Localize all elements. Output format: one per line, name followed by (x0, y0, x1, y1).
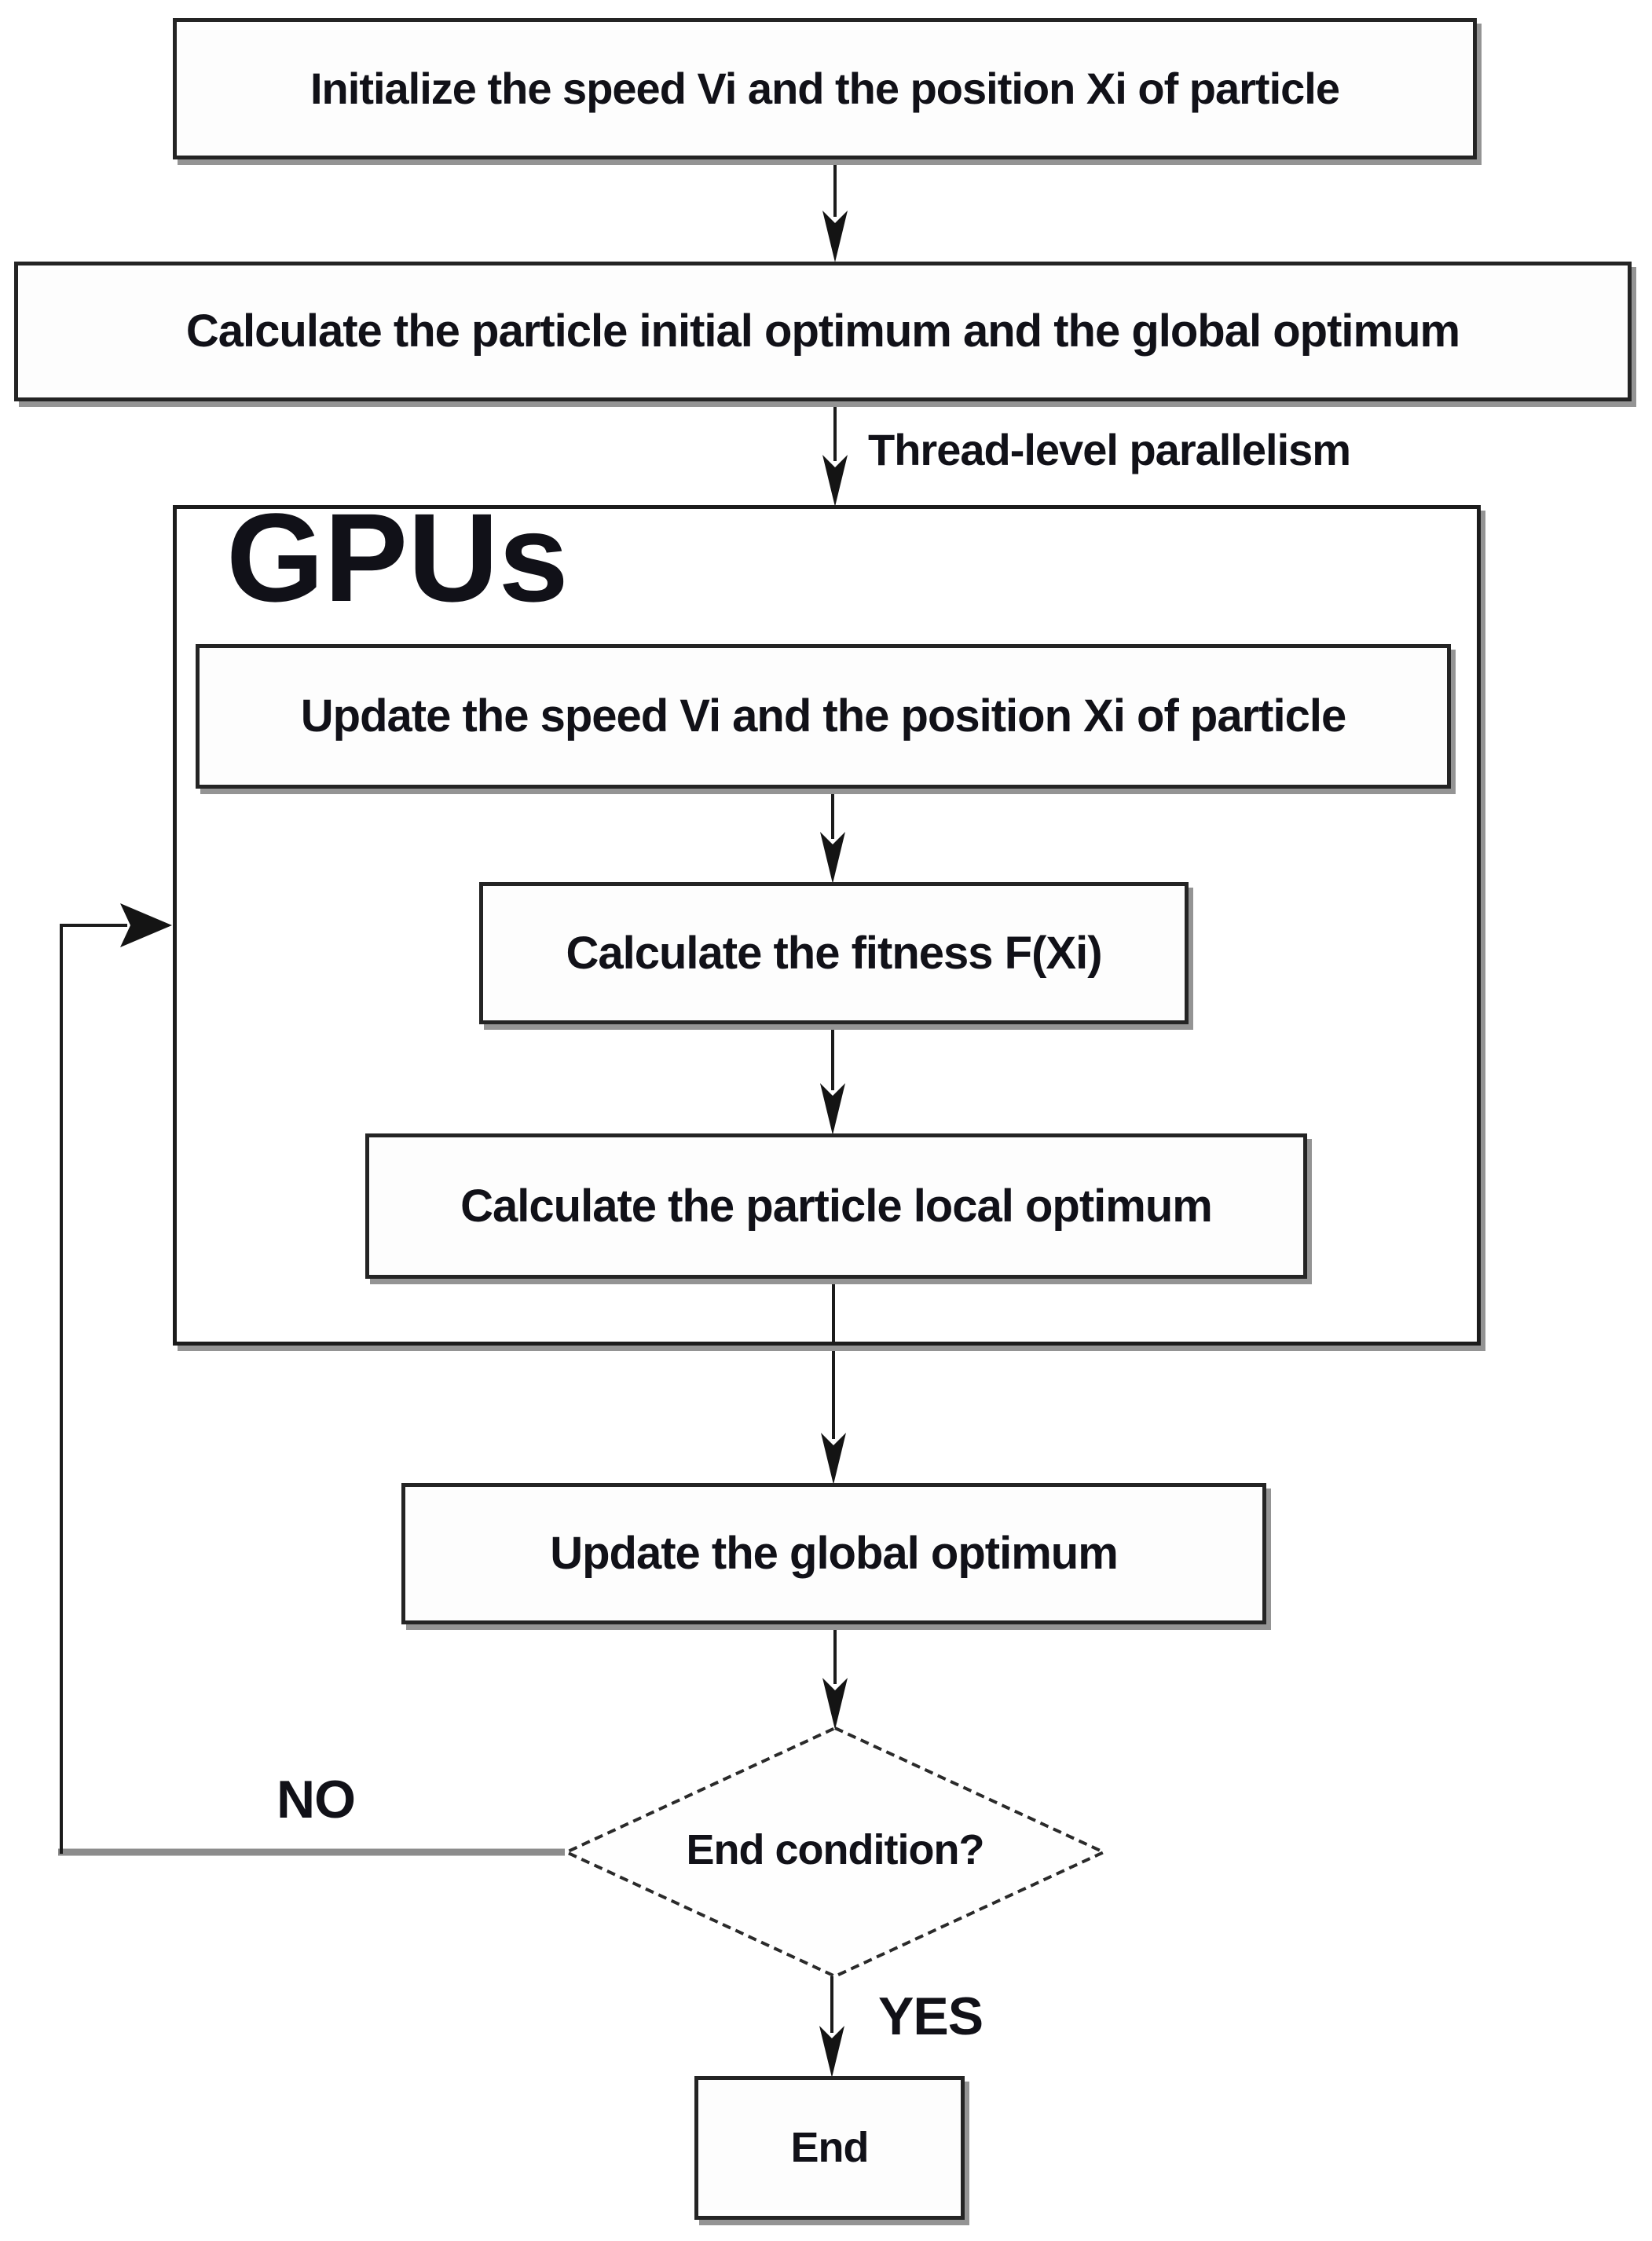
flow-lines (830, 159, 837, 2033)
flowchart-node-update-global-optimum: Update the global optimum (401, 1483, 1266, 1624)
arrowheads (120, 211, 848, 2078)
node-label: Calculate the particle local optimum (460, 1180, 1213, 1232)
arrow-down-icon (822, 455, 848, 507)
yes-branch-label: YES (878, 1987, 984, 2046)
flowchart-group-gpus (173, 505, 1481, 1346)
node-label: Update the speed Vi and the position Xi … (300, 690, 1346, 742)
arrow-down-icon (821, 1433, 846, 1485)
node-label: End (790, 2123, 870, 2171)
arrow-down-icon (819, 2026, 844, 2078)
node-label: Calculate the particle initial optimum a… (185, 306, 1460, 357)
arrow-right-icon (120, 903, 172, 947)
flowchart-node-end: End (694, 2076, 965, 2220)
arrow-down-icon (820, 1083, 845, 1135)
flowchart-node-calc-local-optimum: Calculate the particle local optimum (365, 1133, 1307, 1279)
decision-diamond (562, 1726, 1108, 1979)
node-label: Calculate the fitness F(Xi) (566, 927, 1102, 979)
arrow-down-icon (822, 211, 848, 262)
gpus-group-label: GPUs (226, 487, 569, 628)
flowchart-node-calc-fitness: Calculate the fitness F(Xi) (479, 882, 1189, 1024)
node-label: Initialize the speed Vi and the position… (310, 64, 1340, 114)
flowchart-node-initialize: Initialize the speed Vi and the position… (173, 18, 1477, 159)
node-label: Update the global optimum (550, 1528, 1119, 1580)
flowchart-node-calc-initial-optimum: Calculate the particle initial optimum a… (14, 262, 1632, 401)
end-condition-label: End condition? (686, 1826, 985, 1873)
flowchart-node-update-speed: Update the speed Vi and the position Xi … (196, 644, 1451, 789)
no-branch-label: NO (277, 1770, 356, 1829)
thread-level-parallelism-label: Thread-level parallelism (868, 425, 1351, 474)
arrow-down-icon (822, 1678, 848, 1730)
arrow-down-icon (820, 832, 845, 884)
